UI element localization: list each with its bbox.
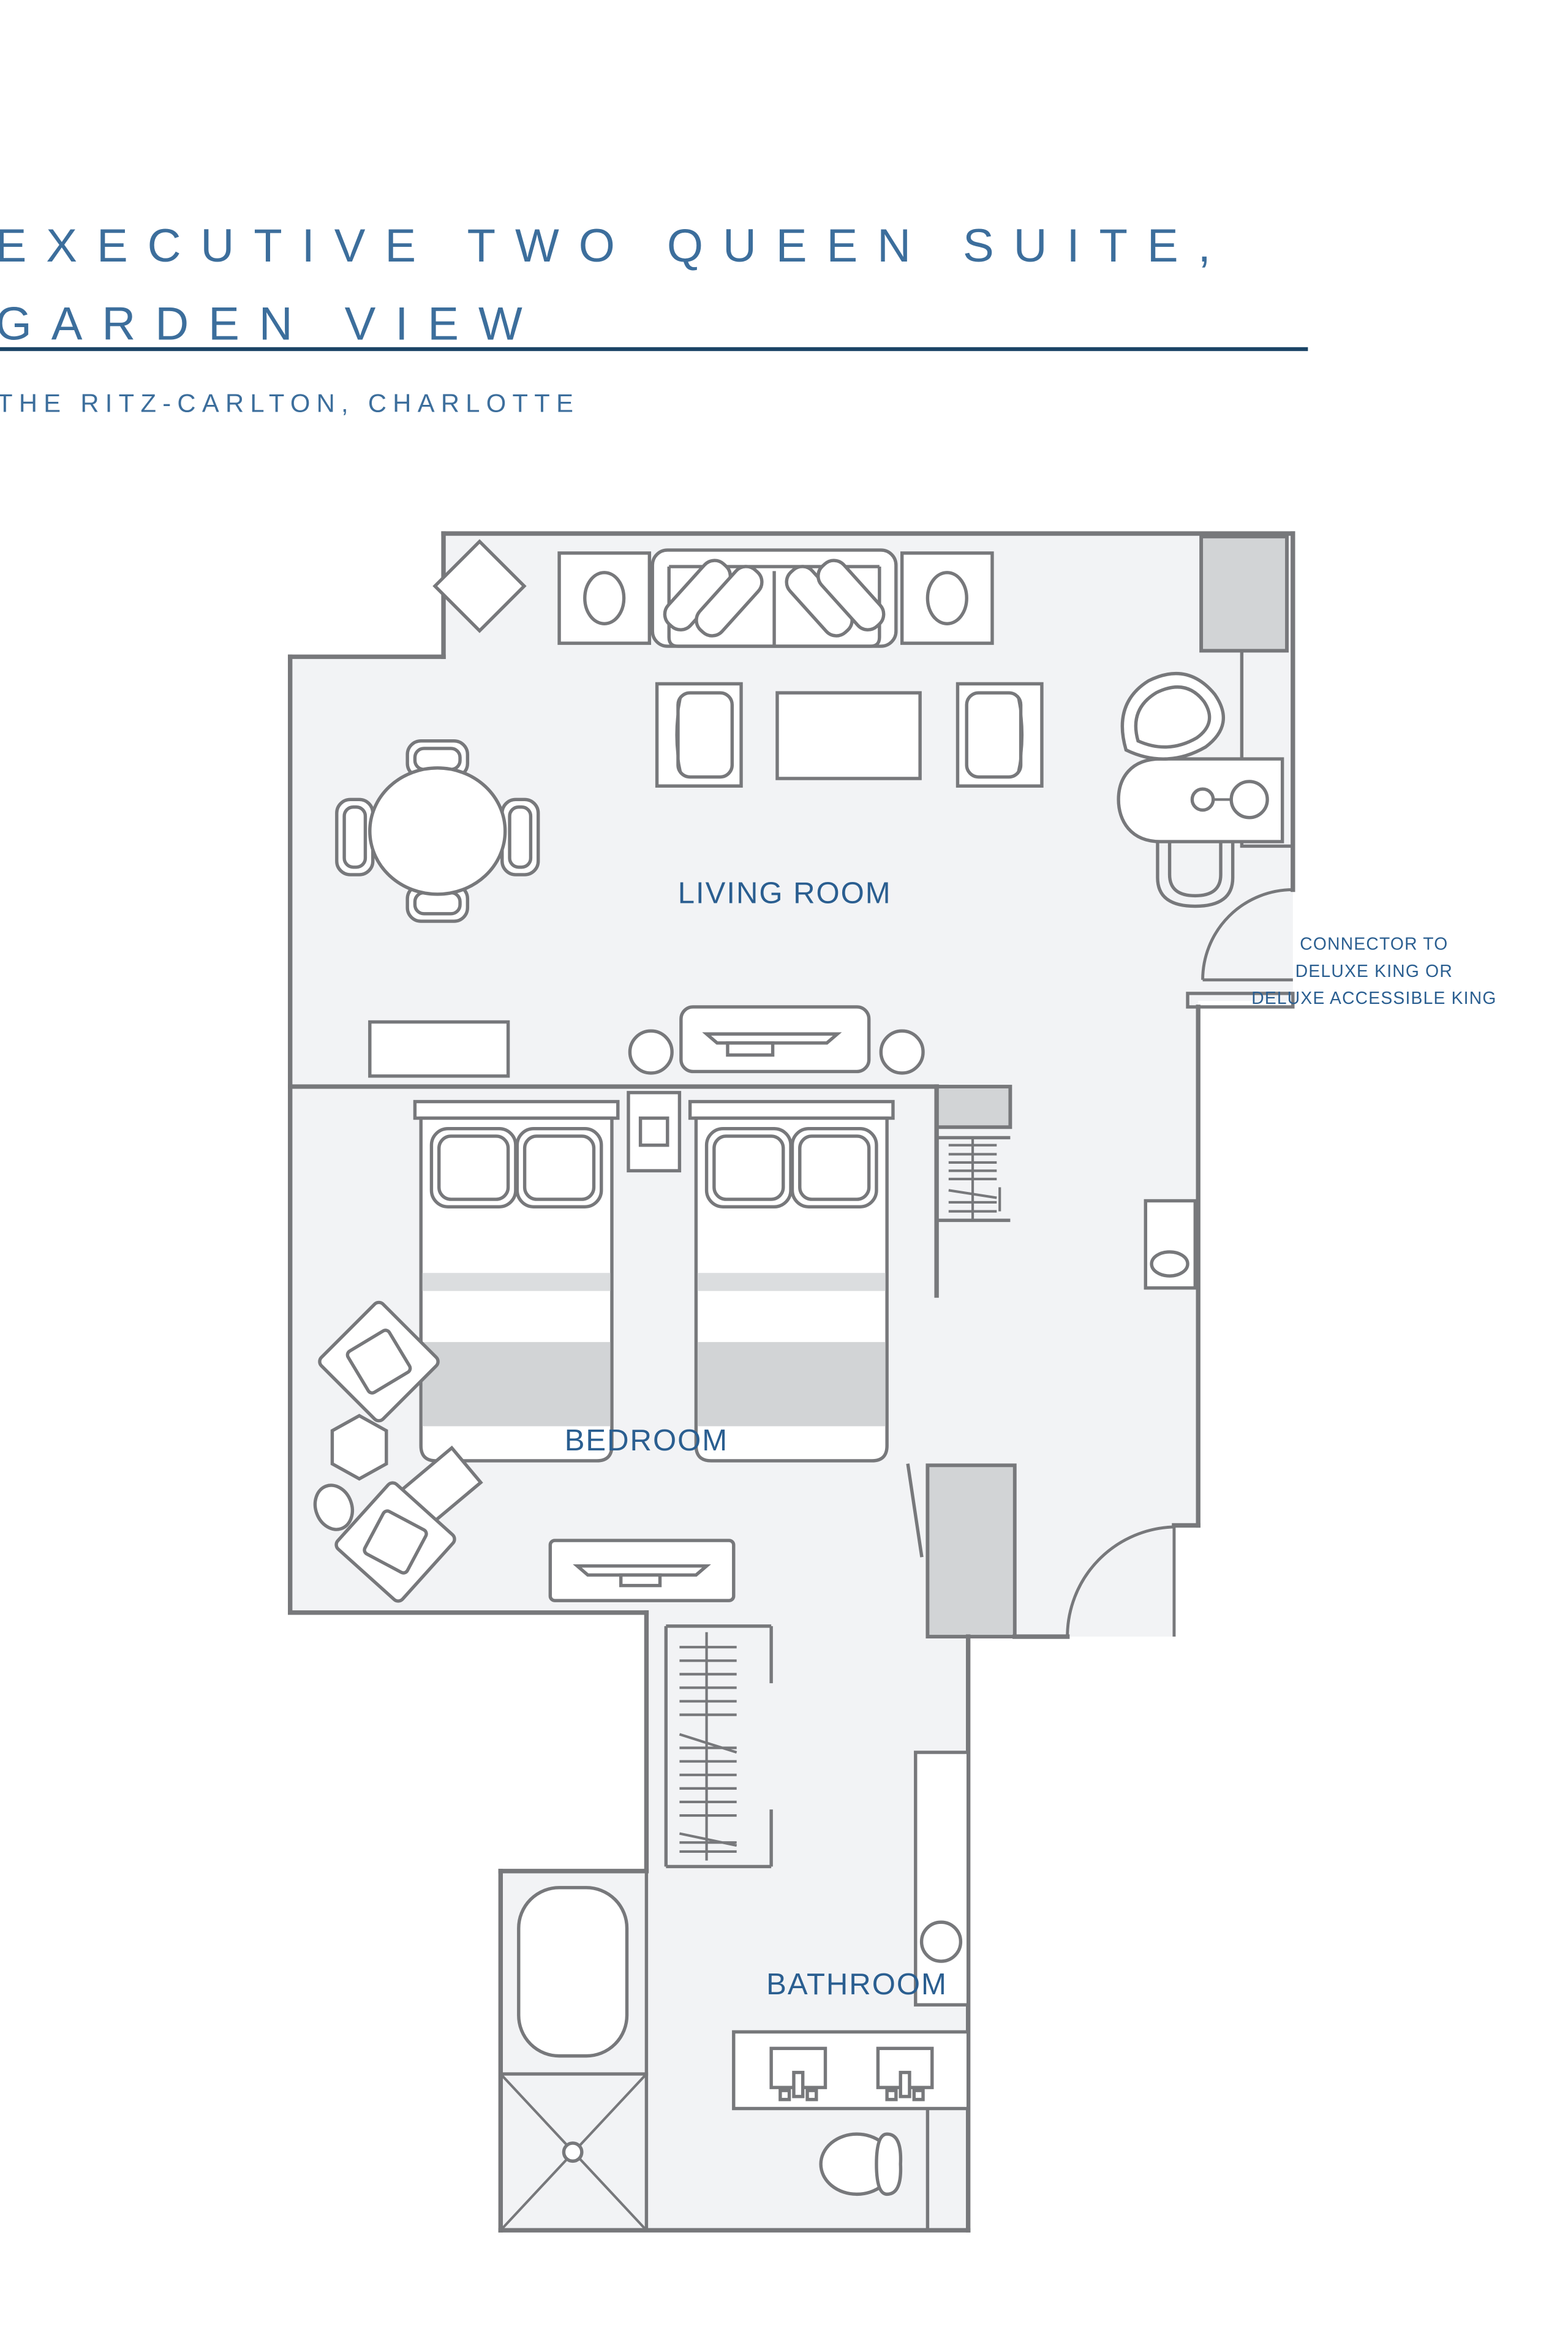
tv-console-bedroom	[548, 1539, 736, 1602]
dining-table	[335, 739, 540, 923]
end-table-lamp-right	[900, 551, 994, 645]
bedroom-label: BEDROOM	[565, 1424, 728, 1457]
bedroom-closet	[937, 1136, 1011, 1223]
living-room-closet	[1199, 535, 1289, 653]
entry-door-arc	[1066, 1525, 1175, 1637]
living-room-label: LIVING ROOM	[678, 877, 892, 910]
sofa	[650, 548, 898, 648]
desk-chair	[1120, 672, 1225, 761]
hotel-name-subtitle: THE RITZ-CARLTON, CHARLOTTE	[0, 388, 579, 417]
dining-chair-right	[500, 797, 540, 876]
entry-closet-block	[925, 1463, 1017, 1638]
credenza	[368, 1020, 510, 1078]
armchair-right	[956, 682, 1044, 788]
desk-stool	[1156, 842, 1235, 908]
connector-note-line2: DELUXE KING OR	[1295, 961, 1453, 981]
bathtub	[517, 1886, 629, 2058]
entry-cabinet	[1144, 1199, 1197, 1290]
page-title-line1: EXECUTIVE TWO QUEEN SUITE,	[0, 220, 1231, 272]
round-side-table	[313, 1483, 354, 1531]
pouf-left	[628, 1029, 674, 1075]
connector-door-arc	[1201, 888, 1293, 980]
queen-bed-1	[413, 1099, 620, 1463]
closet-door-line	[906, 1463, 924, 1558]
pouf-right	[879, 1029, 925, 1075]
lounge-chair-2	[334, 1481, 456, 1603]
wall-stub	[1186, 992, 1295, 1009]
dining-table-top	[368, 766, 507, 896]
corridor-closet	[664, 1624, 773, 1869]
bathroom: BATHROOM	[499, 1886, 970, 2231]
sofa-pillows	[663, 559, 886, 638]
tv-console-living	[679, 1005, 871, 1074]
bedroom-closet-shelf	[935, 1085, 1012, 1129]
lounge-chair-1	[318, 1300, 440, 1423]
bathroom-label: BATHROOM	[766, 1968, 948, 2001]
end-table-lamp-left	[557, 551, 652, 645]
armchair-left	[655, 682, 743, 788]
bedroom: BEDROOM	[313, 1091, 1197, 1603]
page-title-line2: GARDEN VIEW	[0, 298, 542, 350]
diamond-accent-table	[432, 539, 527, 633]
coffee-table	[775, 691, 922, 780]
connector-note-line3: DELUXE ACCESSIBLE KING	[1251, 988, 1496, 1008]
shower	[499, 2073, 647, 2231]
floor-plan: LIVING ROOM	[288, 531, 1496, 2233]
corridor-cabinet	[914, 1751, 970, 2007]
title-underline	[0, 347, 1308, 352]
dining-chair-left	[335, 797, 375, 876]
toilet	[819, 2132, 903, 2196]
hexagon-table	[330, 1414, 388, 1481]
desk	[1117, 757, 1284, 843]
queen-bed-2	[688, 1099, 895, 1463]
connector-note-line1: CONNECTOR TO	[1300, 934, 1448, 954]
vanity-two-sinks	[732, 2030, 970, 2111]
header: EXECUTIVE TWO QUEEN SUITE, GARDEN VIEW T…	[0, 220, 1308, 417]
nightstand	[627, 1091, 682, 1173]
corridor	[664, 1624, 970, 2007]
connector-note: CONNECTOR TO DELUXE KING OR DELUXE ACCES…	[1251, 934, 1496, 1008]
living-room: LIVING ROOM	[335, 539, 1284, 1078]
